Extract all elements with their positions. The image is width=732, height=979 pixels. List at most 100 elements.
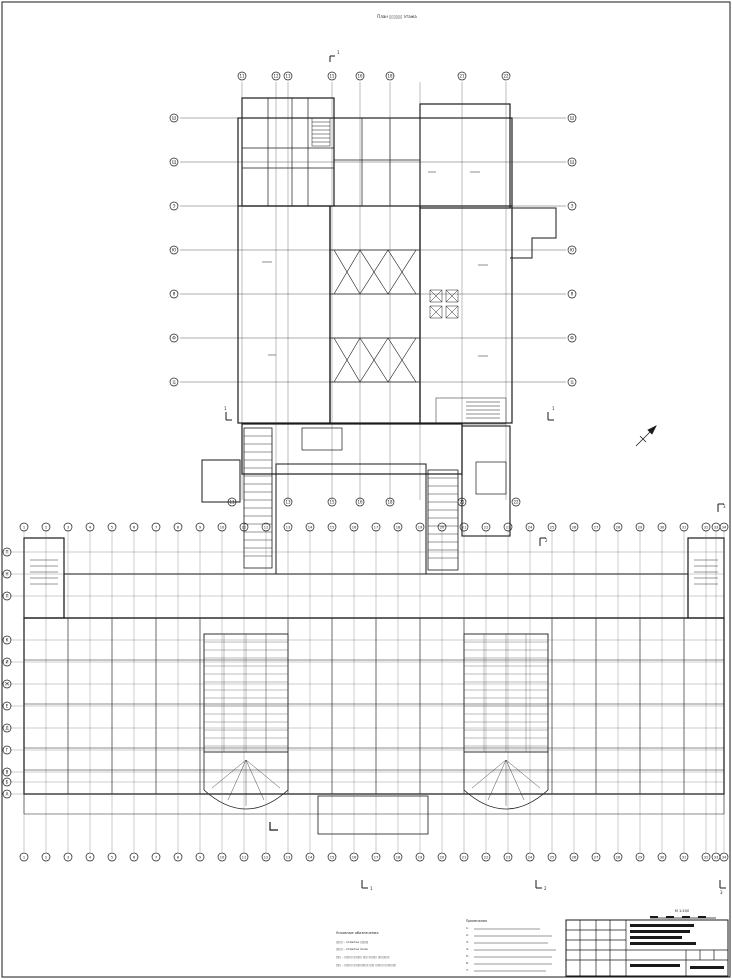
grid-bubble: Е xyxy=(2,701,12,711)
svg-text:18: 18 xyxy=(387,500,393,505)
svg-text:9: 9 xyxy=(199,526,202,530)
grid-bubble: 20 xyxy=(437,852,447,862)
svg-text:25: 25 xyxy=(550,856,555,860)
grid-bubble: 20 xyxy=(437,522,447,532)
svg-text:33: 33 xyxy=(714,526,719,530)
grid-bubble: 21 xyxy=(459,852,469,862)
svg-text:1: 1 xyxy=(552,406,555,411)
svg-text:28: 28 xyxy=(616,526,621,530)
grid-bubble: 10 xyxy=(217,522,227,532)
svg-text:32: 32 xyxy=(704,526,709,530)
connector-room-right xyxy=(461,425,511,537)
upper-right-stair xyxy=(435,397,507,425)
svg-text:13: 13 xyxy=(285,74,291,79)
svg-text:16: 16 xyxy=(352,856,357,860)
grid-bubble: Ж xyxy=(2,679,12,689)
svg-text:29: 29 xyxy=(638,856,643,860)
svg-text:20: 20 xyxy=(440,526,445,530)
grid-bubble: 13 xyxy=(283,497,293,507)
svg-text:24: 24 xyxy=(528,856,533,860)
svg-text:21: 21 xyxy=(459,74,465,79)
grid-bubble: Н xyxy=(2,569,12,579)
upper-stair xyxy=(311,117,331,147)
north-arrow-icon xyxy=(635,425,657,447)
upper-right-bay-outline xyxy=(510,207,557,259)
svg-text:18: 18 xyxy=(396,856,401,860)
grid-bubble: 33 xyxy=(711,852,721,862)
grid-bubble: Ф xyxy=(567,333,577,343)
grid-bubble: Я xyxy=(567,289,577,299)
svg-text:Л: Л xyxy=(5,594,8,599)
corner-mark xyxy=(269,822,278,831)
section-marker-left-upper: 1 xyxy=(224,406,232,421)
svg-text:19: 19 xyxy=(418,526,423,530)
svg-text:Ф: Ф xyxy=(570,336,574,341)
svg-text:В: В xyxy=(6,770,9,775)
grid-bubble: Щ xyxy=(169,157,179,167)
grid-bubble: Ц xyxy=(169,377,179,387)
legend: Условные обозначения ▯▯▯▯ – отметка ▯▯▯▯… xyxy=(336,931,396,967)
grid-bubble: 13 xyxy=(283,71,293,81)
grid-bubble: Д xyxy=(2,723,12,733)
svg-text:1.: 1. xyxy=(466,926,469,930)
svg-text:А: А xyxy=(6,792,9,797)
grid-bubble: Я xyxy=(169,289,179,299)
svg-text:15: 15 xyxy=(329,74,335,79)
grid-bubble: Э xyxy=(567,201,577,211)
grid-bubble: Щ xyxy=(567,157,577,167)
grid-bubble: 4 xyxy=(85,852,95,862)
svg-text:25: 25 xyxy=(550,526,555,530)
grid-bubble: 13 xyxy=(283,852,293,862)
grid-bubble: Л xyxy=(2,591,12,601)
grid-bubble: 16 xyxy=(349,522,359,532)
svg-text:Ц: Ц xyxy=(570,380,573,385)
svg-text:1: 1 xyxy=(337,50,340,55)
svg-text:14: 14 xyxy=(308,856,313,860)
grid-bubble: 26 xyxy=(569,852,579,862)
section-marker-right-upper: 1 xyxy=(547,406,555,421)
grid-bubble: 19 xyxy=(415,522,425,532)
connector-outline xyxy=(241,423,463,475)
grid-bubble: 9 xyxy=(195,522,205,532)
grid-bubble: 18 xyxy=(393,852,403,862)
grid-bubble: 24 xyxy=(525,522,535,532)
grid-bubble: 27 xyxy=(591,522,601,532)
upper-top-right-block xyxy=(419,103,511,209)
grid-bubble: 31 xyxy=(679,852,689,862)
grid-bubble: 24 xyxy=(525,852,535,862)
svg-text:34: 34 xyxy=(722,856,727,860)
grid-bubble: 18 xyxy=(385,71,395,81)
grid-bubble: 11 xyxy=(237,71,247,81)
grid-bubble: Ш xyxy=(169,113,179,123)
connector-room xyxy=(275,463,427,575)
svg-text:14: 14 xyxy=(308,526,313,530)
svg-text:12: 12 xyxy=(264,856,269,860)
svg-text:Щ: Щ xyxy=(172,160,177,165)
svg-text:2: 2 xyxy=(544,886,547,891)
svg-text:4.: 4. xyxy=(466,947,469,951)
svg-text:27: 27 xyxy=(594,526,599,530)
svg-text:3: 3 xyxy=(720,890,723,895)
grid-bubble: Б xyxy=(2,777,12,787)
svg-text:П: П xyxy=(5,550,8,555)
svg-text:К: К xyxy=(6,638,9,643)
cross-brace xyxy=(333,337,417,383)
svg-text:7: 7 xyxy=(155,526,157,530)
svg-text:2: 2 xyxy=(45,526,47,530)
grid-bubble: Ц xyxy=(567,377,577,387)
svg-text:34: 34 xyxy=(722,526,727,530)
seating-hall-left xyxy=(203,633,289,753)
svg-text:32: 32 xyxy=(704,856,709,860)
grid-bubble: 10 xyxy=(217,852,227,862)
grid-bubble: К xyxy=(2,635,12,645)
svg-text:▯▯▯ – ▯▯▯▯▯ ▯▯▯▯▯ ▯▯▯ ▯▯▯▯▯ ▯▯: ▯▯▯ – ▯▯▯▯▯ ▯▯▯▯▯ ▯▯▯ ▯▯▯▯▯ ▯▯▯▯▯▯▯ xyxy=(336,955,390,959)
svg-text:3.: 3. xyxy=(466,940,469,944)
svg-text:7: 7 xyxy=(155,856,157,860)
title-block xyxy=(565,919,729,977)
svg-text:Ю: Ю xyxy=(172,248,177,253)
scale-bar: М 1:200 xyxy=(650,909,716,919)
svg-text:Е: Е xyxy=(6,704,9,709)
grid-bubble: 29 xyxy=(635,852,645,862)
connector-stair xyxy=(243,427,273,569)
